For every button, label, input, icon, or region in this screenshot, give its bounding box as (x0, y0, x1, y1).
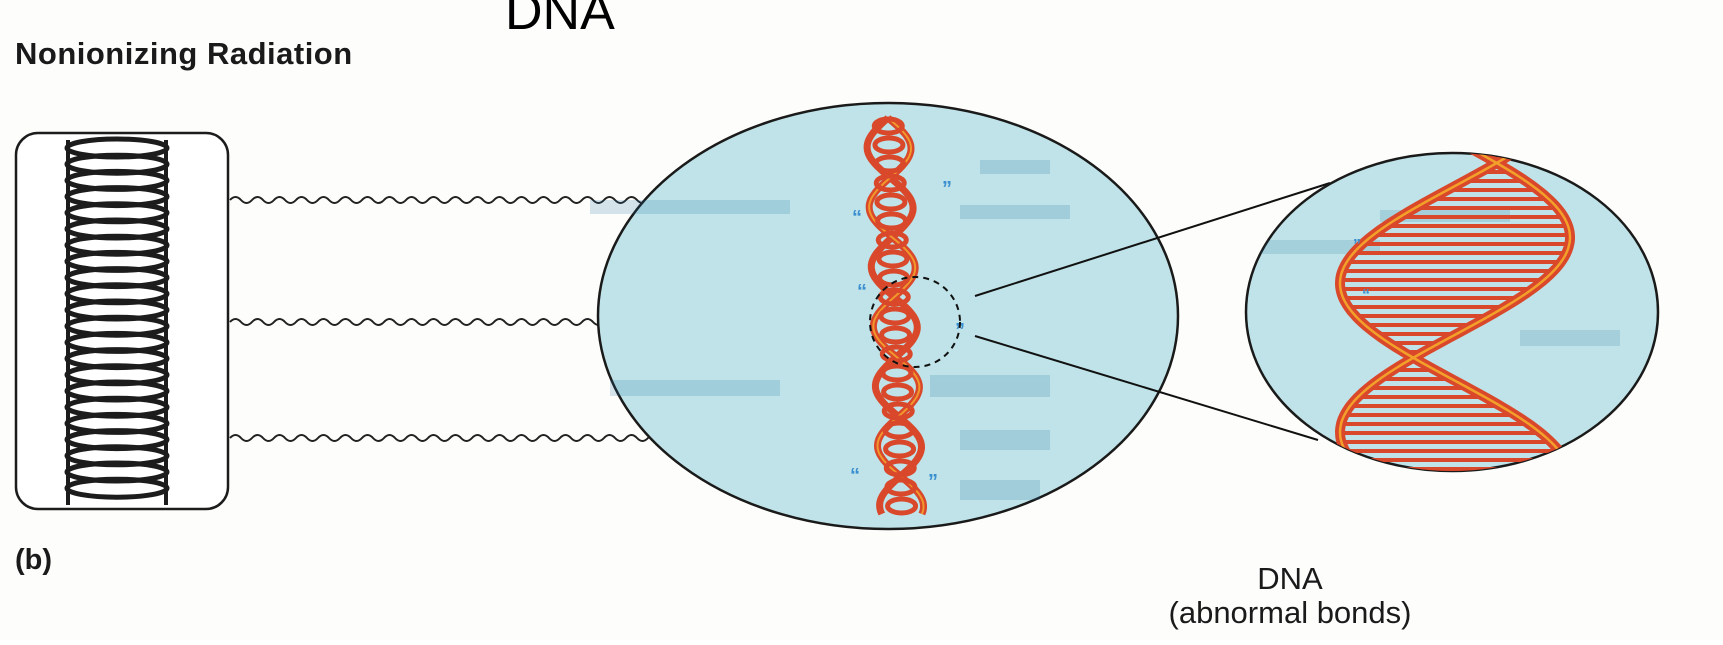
svg-text:“: “ (857, 281, 867, 303)
svg-text:”: ” (942, 178, 952, 200)
svg-text:“: “ (1362, 287, 1370, 304)
uv-lamp-icon (16, 133, 228, 509)
dna-caption-line2: (abnormal bonds) (1090, 596, 1490, 630)
svg-text:”: ” (1353, 237, 1361, 254)
diagram-title: Nonionizing Radiation (15, 36, 353, 72)
panel-label: (b) (15, 544, 52, 577)
overlay-heading: DNA (505, 0, 615, 42)
dna-caption-line1: DNA (1090, 562, 1490, 596)
svg-text:“: “ (852, 207, 862, 229)
dna-caption: DNA (abnormal bonds) (1090, 562, 1490, 630)
svg-text:”: ” (928, 471, 938, 493)
svg-text:“: “ (850, 465, 860, 487)
